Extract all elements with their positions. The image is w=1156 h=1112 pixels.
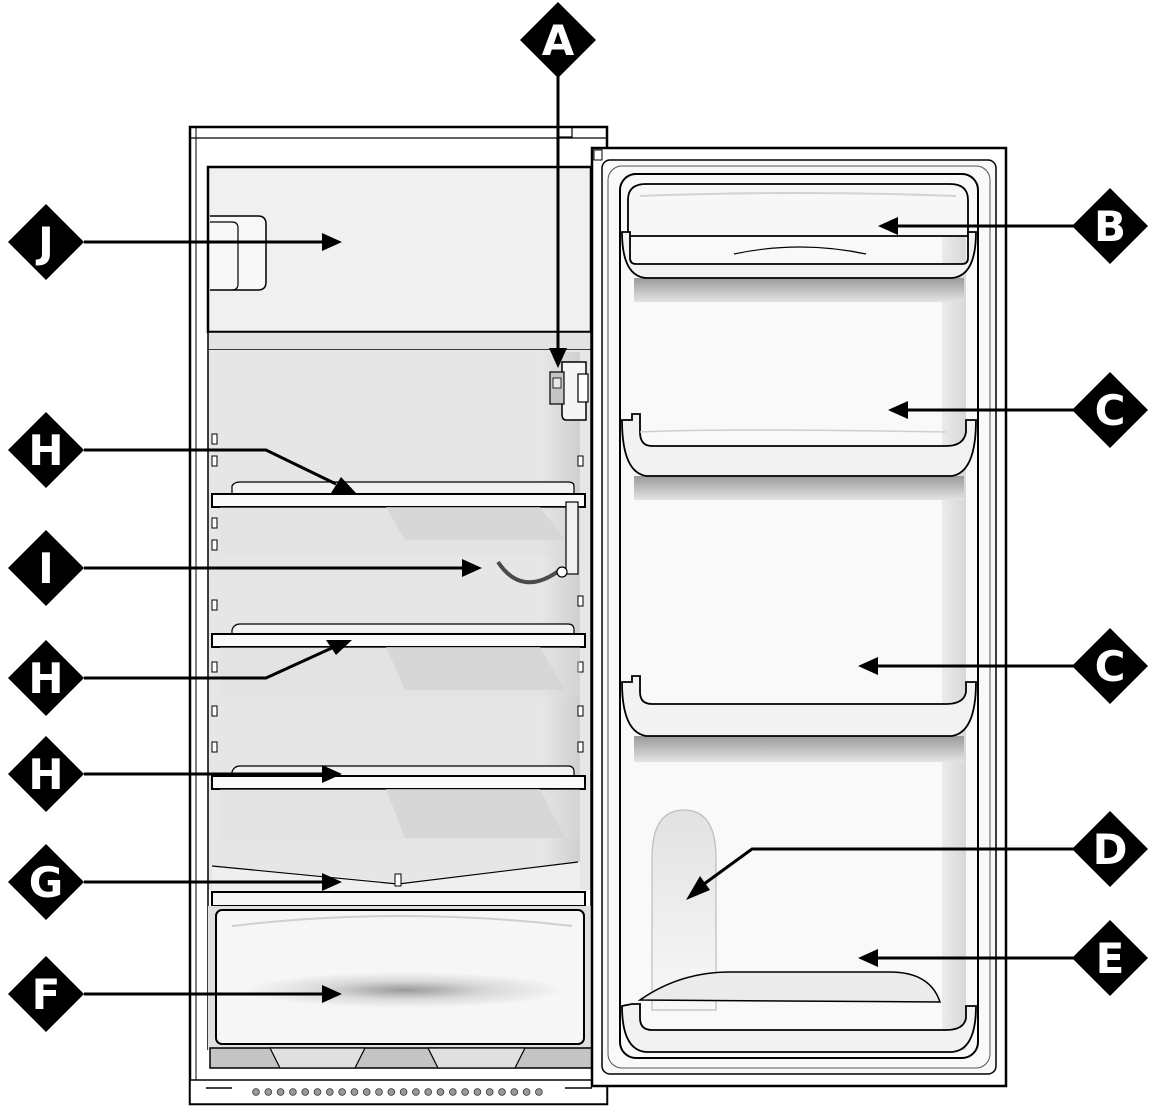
vent-hole: [325, 1088, 334, 1096]
vent-hole: [350, 1088, 359, 1096]
callout-c-upper-label: C: [1095, 386, 1126, 435]
vent-hole: [362, 1088, 371, 1096]
callout-b: B: [1072, 188, 1148, 264]
callout-i-label: I: [38, 544, 54, 593]
arrowhead-g: [322, 873, 342, 891]
callout-h-middle-label: H: [28, 654, 63, 703]
arrowhead-c-lower: [858, 657, 878, 675]
vent-hole: [375, 1088, 383, 1096]
door-dairy-compartment: [621, 183, 977, 302]
callout-a: A: [520, 2, 596, 78]
callout-j-label: J: [35, 218, 54, 267]
vent-hole: [473, 1088, 482, 1096]
vent-hole: [461, 1088, 469, 1096]
callout-g: G: [8, 844, 84, 920]
callout-d: D: [1072, 811, 1148, 887]
vent-hole: [448, 1088, 457, 1096]
leader-line-h-top: [84, 448, 337, 486]
callout-e-label: E: [1096, 934, 1125, 983]
callout-h-middle: H: [8, 640, 84, 716]
arrowhead-e: [858, 949, 878, 967]
callout-i: I: [8, 530, 84, 606]
callout-e: E: [1072, 920, 1148, 996]
bottle-holder: [651, 809, 717, 1011]
vent-hole: [313, 1088, 322, 1096]
callout-f-label: F: [32, 970, 61, 1019]
vent-hole: [276, 1088, 285, 1096]
callout-h-top: H: [8, 412, 84, 488]
cabinet-feet: [209, 1047, 594, 1069]
vent-hole: [264, 1088, 273, 1096]
arrowheads: [322, 217, 908, 1003]
arrowhead-h-bottom: [322, 765, 342, 783]
callout-badges: A B C C D E F G: [8, 2, 1148, 1032]
glass-shelf-middle: [211, 623, 586, 697]
arrowhead-b: [878, 217, 898, 235]
arrowhead-h-top: [331, 477, 356, 493]
vent-hole: [412, 1088, 420, 1096]
callout-g-label: G: [29, 858, 63, 907]
crisper-cover: [211, 861, 586, 907]
leader-lines: [84, 72, 1076, 996]
callout-c-lower: C: [1072, 628, 1148, 704]
arrowhead-f: [322, 985, 342, 1003]
glass-shelf-top: [211, 481, 586, 555]
callout-h-bottom: H: [8, 736, 84, 812]
vent-hole: [301, 1088, 310, 1096]
door-bottle-shelf: [621, 971, 977, 1053]
vent-hole: [252, 1088, 260, 1096]
arrowhead-h-middle: [326, 640, 352, 655]
vent-hole: [498, 1088, 506, 1096]
callout-h-bottom-label: H: [28, 750, 63, 799]
arrowhead-i: [462, 559, 482, 577]
leader-line-d: [703, 847, 1076, 886]
arrowhead-a: [549, 348, 567, 368]
callout-a-label: A: [542, 16, 575, 65]
vent-hole: [399, 1088, 408, 1096]
ventilation-grille: [189, 1079, 608, 1105]
callout-c-upper: C: [1072, 372, 1148, 448]
drain-hose: [496, 501, 579, 585]
callout-b-label: B: [1094, 202, 1126, 251]
vent-hole: [436, 1088, 445, 1096]
arrowhead-c-upper: [888, 401, 908, 419]
vent-hole: [535, 1088, 543, 1096]
callout-f: F: [8, 956, 84, 1032]
thermostat-unit: [549, 361, 589, 421]
leader-line-h-middle: [84, 645, 335, 680]
crisper-drawer: [208, 906, 591, 1050]
callout-c-lower-label: C: [1095, 642, 1126, 691]
vent-hole: [424, 1088, 433, 1096]
door-shelf-lower: [621, 675, 977, 762]
vent-hole: [289, 1088, 297, 1096]
vent-hole: [522, 1088, 531, 1096]
vent-hole: [485, 1088, 494, 1096]
callout-d-label: D: [1093, 825, 1128, 874]
door-shelf-upper: [621, 413, 977, 500]
arrowhead-d: [686, 876, 710, 900]
arrowhead-j: [322, 233, 342, 251]
glass-shelf-bottom: [211, 765, 586, 839]
callout-h-top-label: H: [28, 426, 63, 475]
vent-hole: [387, 1088, 396, 1096]
vent-hole: [510, 1088, 519, 1096]
freezer-compartment: [206, 165, 593, 351]
callout-j: J: [8, 204, 84, 280]
vent-hole: [338, 1088, 346, 1096]
